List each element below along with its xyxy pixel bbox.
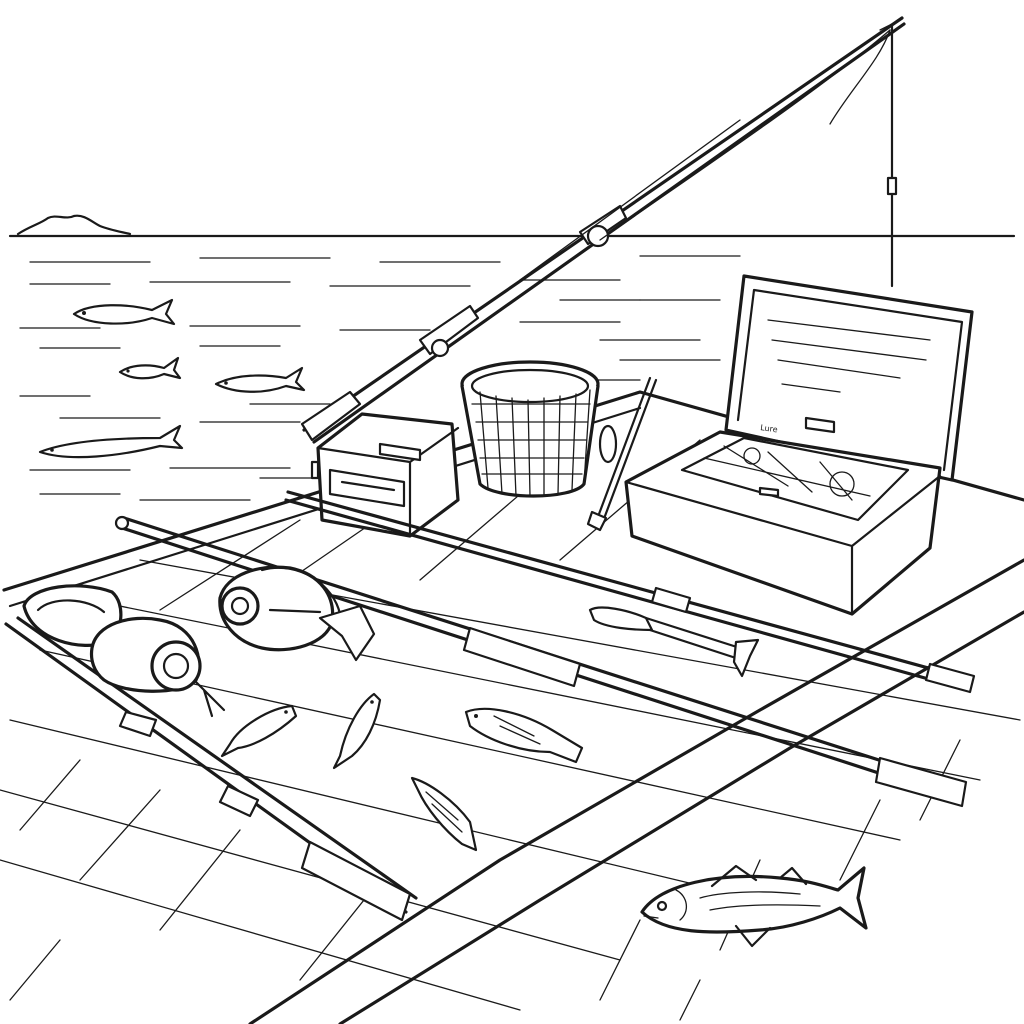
- swimming-fish-4: [38, 424, 184, 459]
- box-label-text: Lure: [760, 423, 779, 434]
- lure-fish-4: [410, 776, 478, 852]
- lure-fish-3: [464, 707, 584, 764]
- fishing-pliers: [586, 376, 658, 532]
- tackle-box-label: Lure: [760, 423, 779, 434]
- swimming-fish-3: [214, 366, 306, 393]
- back-fishing-rod: [284, 490, 976, 694]
- water-ripples: [19, 255, 741, 501]
- caught-fish: [640, 864, 868, 948]
- fishing-knife: [588, 606, 760, 678]
- swimming-fish-1: [72, 298, 176, 326]
- front-fishing-rod: [4, 616, 418, 922]
- fish-in-water: [38, 298, 306, 459]
- sea-horizon: [8, 214, 1016, 238]
- mesh-bait-basket: [460, 360, 600, 498]
- swimming-fish-2: [118, 356, 182, 380]
- lure-fish-2: [332, 692, 382, 770]
- spinning-reel-left: [22, 584, 226, 718]
- cooler-box: [310, 412, 460, 538]
- open-tackle-box: Lure: [624, 274, 974, 616]
- tall-fishing-rod: [300, 16, 906, 444]
- spinning-reel-center: [218, 565, 376, 662]
- lure-fish-1: [220, 704, 298, 758]
